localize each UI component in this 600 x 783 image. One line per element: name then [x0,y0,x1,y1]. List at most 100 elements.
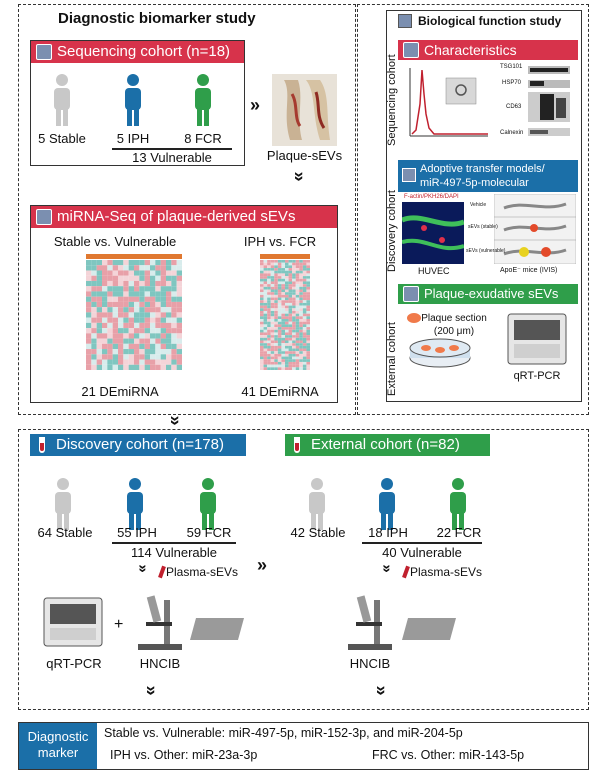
heatmap-cell [285,302,289,306]
heatmap-cell [139,338,145,344]
heatmap-cell [91,291,97,297]
heatmap-cell [267,308,271,311]
stable-vs-vulnerable-count: 21 DEmiRNA [81,384,159,399]
sequencing-icon [36,44,52,60]
heatmap-cell [302,343,307,346]
heatmap-cell [302,337,307,341]
heatmap-cell [260,310,264,314]
heatmap-cell [107,359,113,365]
heatmap-cell [295,327,300,330]
heatmap-cell [144,296,150,302]
heatmap-cell [260,292,264,295]
heatmap-cell [277,324,282,328]
qpcr-machine-small [507,313,567,365]
heatmap-cell [160,307,166,313]
heatmap-cell [281,356,285,360]
heatmap-cell [277,367,282,370]
heatmap-cell [292,337,296,341]
heatmap-cell [292,294,296,298]
heatmap-cell [292,281,296,285]
heatmap-cell [86,280,92,287]
heatmap-cell [134,270,140,276]
heatmap-cell [299,351,303,354]
heatmap-cell [274,270,278,274]
heatmap-cell [263,343,268,346]
heatmap-cell [295,319,300,322]
heatmap-cell [263,268,268,271]
heatmap-cell [270,324,275,328]
heatmap-cell [91,317,97,323]
heatmap-cell [302,361,307,365]
heatmap-cell [281,302,285,306]
heatmap-cell [285,265,289,269]
heatmap-cell [176,359,182,365]
wb-label-cd63: CD63 [506,104,522,110]
heatmap-cell [91,359,97,365]
sequencing-cohort-side-label: Sequencing cohort [386,54,398,146]
heatmap-cell [263,302,268,306]
mouse-label: ApoE⁻ mice (IVIS) [500,267,558,274]
heatmap-cell [86,307,92,313]
heatmap-cell [274,351,278,354]
heatmap-cell [306,367,310,370]
heatmap-cell [295,265,300,269]
heatmap-cell [96,349,102,355]
heatmap-cell [107,270,113,276]
heatmap-cell [263,356,268,360]
heatmap-cell [274,319,278,322]
heatmap-cell [270,335,275,338]
heatmap-cell [267,270,271,274]
heatmap-cell [274,327,278,330]
validation-region [18,429,589,710]
heatmap-cell [302,297,307,301]
heatmap-cell [299,343,303,346]
heatmap-cell [263,300,268,303]
heatmap-cell [118,359,124,365]
heatmap-cell [270,367,275,370]
plaque-down-arrow-icon: » [289,171,310,179]
heatmap-cell [96,338,102,344]
heatmap-cell [102,275,108,281]
heatmap-cell [267,353,271,357]
heatmap-cell [112,280,118,287]
heatmap-cell [112,301,118,308]
heatmap-cell [96,275,102,281]
heatmap-cell [150,280,156,287]
heatmap-cell [171,338,177,344]
heatmap-cell [299,327,303,330]
heatmap-cell [295,332,300,336]
heatmap-cell [112,343,118,350]
heatmap-cell [155,260,161,266]
heatmap-cell [302,292,307,295]
heatmap-cell [260,289,264,293]
blood-tube-icon [294,437,300,453]
heatmap-cell [274,310,278,314]
discovery-people [55,478,216,530]
heatmap-cell [288,343,293,346]
heatmap-cell [274,297,278,301]
heatmap-cell [302,278,307,282]
heatmap-cell [299,284,303,287]
heatmap-cell [160,354,166,360]
adoptive-header-line1: Adoptive transfer models/ [420,163,545,175]
heatmap-cell [118,349,124,355]
heatmap-cell [134,291,140,297]
heatmap-cell [295,343,300,346]
heatmap-cell [260,319,264,322]
heatmap-cell [277,265,282,269]
heatmap-cell [86,301,92,308]
person-stable-icon [309,478,325,530]
heatmap-cell [176,260,182,266]
heatmap-cell [277,294,282,298]
heatmap-cell [128,291,134,297]
heatmap-cell [96,260,102,266]
heatmap-cell [270,319,275,322]
adoptive-header: Adoptive transfer models/ miR-497-5p-mol… [398,160,578,203]
heatmap-cell [96,333,102,339]
heatmap-cell [260,260,264,263]
heatmap-cell [128,349,134,355]
heatmap-cell [263,345,268,349]
heatmap-cell [292,289,296,293]
stable-vs-vulnerable-title: Stable vs. Vulnerable [53,234,177,249]
heatmap-cell [295,329,300,333]
